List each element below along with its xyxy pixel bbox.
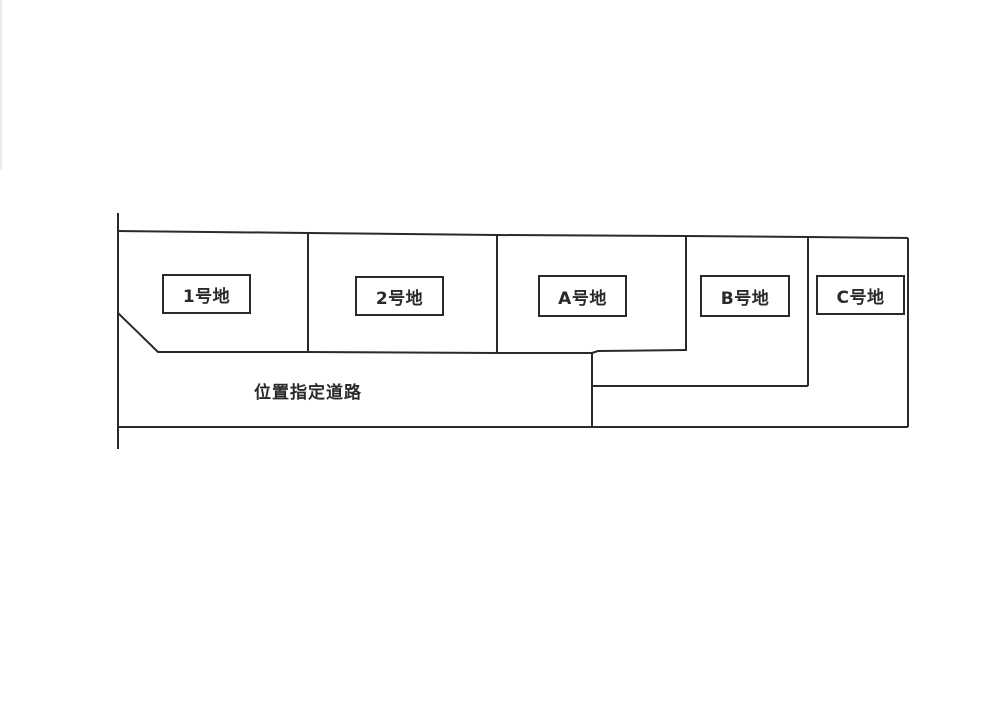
designated-road-label: 位置指定道路 — [254, 383, 362, 403]
lot-1-label: 1号地 — [162, 274, 251, 314]
lot-2-bottom-edge — [307, 351, 498, 354]
lot-a-label-text: A号地 — [558, 288, 607, 309]
lot-2-label-text: 2号地 — [375, 288, 424, 309]
lot-a-bottom-edge — [497, 349, 687, 354]
lot-2-label: 2号地 — [355, 276, 444, 316]
lot-c-label-text: C号地 — [836, 287, 885, 308]
top-boundary-line — [117, 230, 909, 239]
lot-b-label: B号地 — [700, 275, 790, 317]
lot-1-label-text: 1号地 — [182, 286, 231, 307]
lot-1-bottom-edge — [117, 312, 308, 353]
lot-c-label: C号地 — [816, 275, 905, 315]
scan-page-edge — [0, 0, 3, 170]
lot-b-label-text: B号地 — [720, 288, 770, 309]
lot-a-label: A号地 — [538, 275, 627, 317]
